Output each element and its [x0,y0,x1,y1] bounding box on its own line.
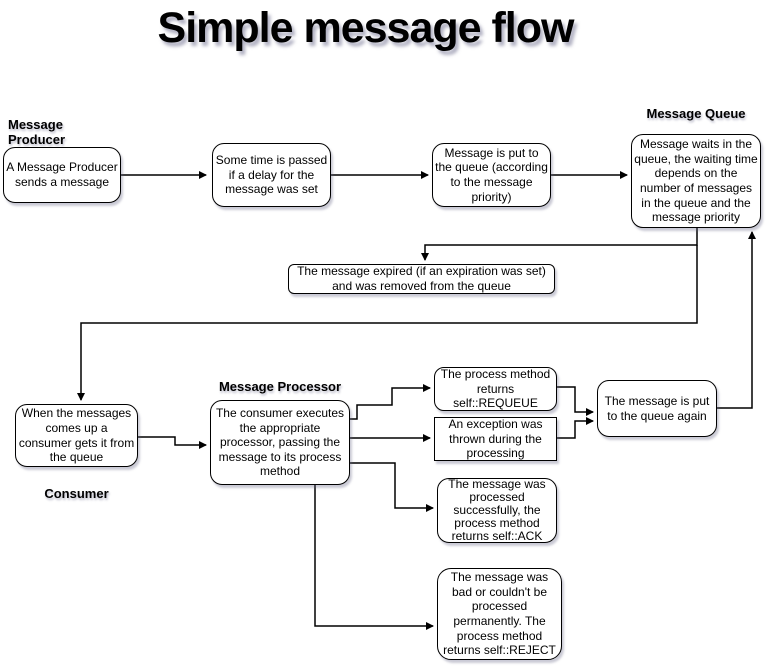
node-message-processor: The consumer executes the appropriate pr… [210,400,350,485]
label-message-processor: Message Processor [218,379,342,394]
node-delay: Some time is passed if a delay for the m… [212,143,331,207]
edge-consumer-processor [138,436,207,449]
node-put-to-queue: Message is put to the queue (according t… [432,143,551,207]
node-requeue: The process method returns self::REQUEUE [434,367,557,411]
node-reject: The message was bad or couldn't be proce… [437,568,562,660]
node-message-queue: Message waits in the queue, the waiting … [631,134,761,228]
node-exception: An exception was thrown during the proce… [434,417,557,461]
node-message-expired: The message expired (if an expiration wa… [288,264,555,294]
edge-queue-again-queue [717,231,756,409]
edge-processor-reject [314,485,434,630]
node-queue-again: The message is put to the queue again [597,380,717,437]
edge-processor-ack [350,462,434,512]
edge-queue-consumer [77,245,698,401]
edge-processor-requeue [350,384,431,420]
label-message-producer: Message Producer [8,117,66,147]
edge-requeue-queue-again [557,386,594,416]
node-consumer-gets: When the messages comes up a consumer ge… [15,404,138,467]
label-consumer: Consumer [44,486,109,501]
node-message-producer: A Message Producer sends a message [3,147,121,203]
edge-exception-queue-again [557,417,594,439]
label-message-queue: Message Queue [646,106,746,121]
edge-queue-expired [421,228,698,261]
node-ack: The message was processed successfully, … [437,478,557,543]
diagram-title: Simple message flow [157,4,575,52]
